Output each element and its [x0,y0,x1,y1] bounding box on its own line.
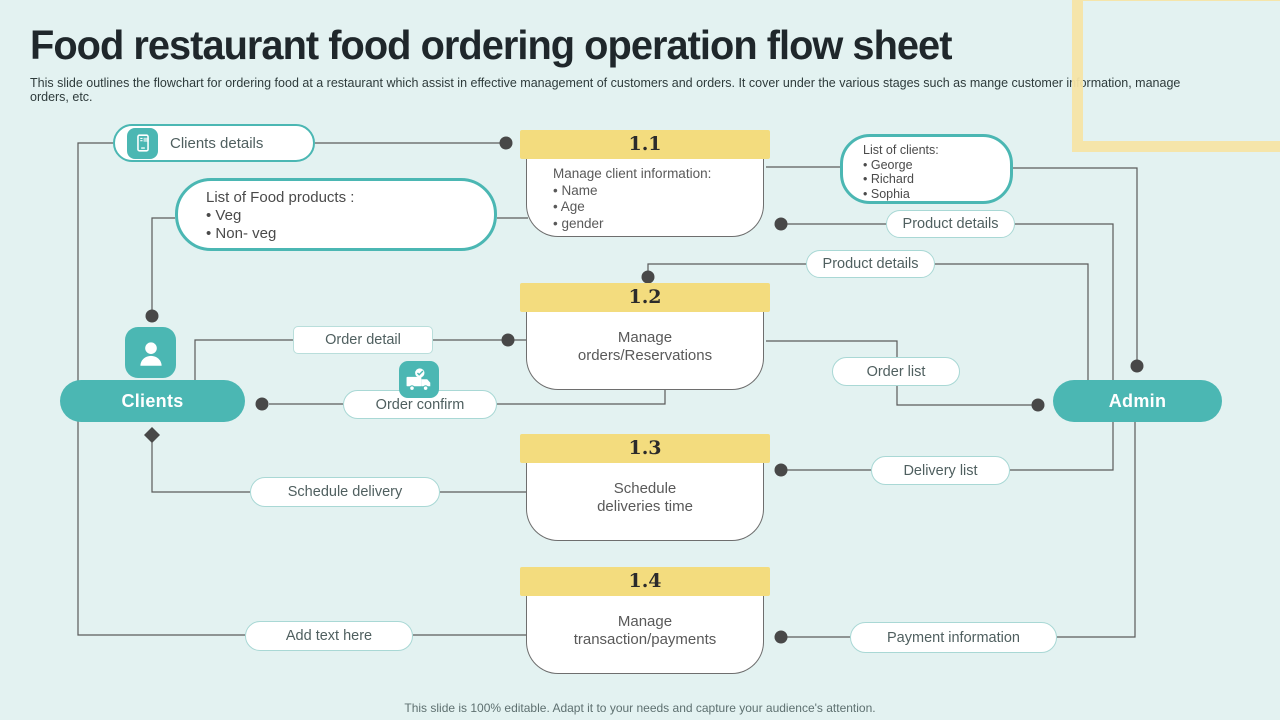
step-number: 1.3 [520,434,770,463]
node-clients-list: List of clients: George Richard Sophia [840,134,1013,204]
list-item: George [863,158,1010,173]
junction-dot [774,217,788,231]
corner-frame-decoration [1072,0,1280,152]
page-title: Food restaurant food ordering operation … [30,22,952,68]
node-clients-details: Clients details [113,124,315,162]
step-label: Manage orders/Reservations [526,312,764,390]
step-label: Manage transaction/payments [526,596,764,674]
editable-note: This slide is 100% editable. Adapt it to… [404,701,876,715]
node-food-products-list: List of Food products : Veg Non- veg [175,178,497,251]
step-item: gender [553,216,757,233]
node-add-text: Add text here [245,621,413,651]
step-item: Age [553,199,757,216]
actor-clients: Clients [60,380,245,422]
delivery-truck-check-icon [399,361,439,398]
list-item: Non- veg [206,225,494,243]
node-payment-information: Payment information [850,622,1057,653]
junction-dot [1130,359,1144,373]
person-icon [125,327,176,378]
junction-dot [255,397,269,411]
step-number: 1.2 [520,283,770,312]
node-step-1-2: 1.2 Manage orders/Reservations [520,283,770,390]
junction-dot [501,333,515,347]
list-title: List of Food products : [206,189,355,206]
node-step-1-3: 1.3 Schedule deliveries time [520,434,770,541]
node-order-detail: Order detail [293,326,433,354]
step-title: Manage client information: [553,166,712,181]
actor-admin: Admin [1053,380,1222,422]
junction-dot [145,309,159,323]
junction-dot [774,630,788,644]
node-schedule-delivery: Schedule delivery [250,477,440,507]
list-item: Veg [206,207,494,225]
list-title: List of clients: [863,143,939,157]
list-item: Richard [863,172,1010,187]
node-label: Clients details [170,134,264,152]
junction-diamond [144,427,160,443]
step-item: Name [553,183,757,200]
node-delivery-list: Delivery list [871,456,1010,485]
step-number: 1.1 [520,130,770,159]
node-order-list: Order list [832,357,960,386]
node-product-details-mid: Product details [806,250,935,278]
list-item: Sophia [863,187,1010,202]
junction-dot [641,270,655,284]
page-subtitle: This slide outlines the flowchart for or… [30,76,1181,104]
junction-dot [499,136,513,150]
step-label: Schedule deliveries time [526,463,764,541]
junction-dot [774,463,788,477]
phone-document-icon [127,127,158,159]
junction-dot [1031,398,1045,412]
node-product-details-top: Product details [886,210,1015,238]
step-number: 1.4 [520,567,770,596]
node-step-1-1: 1.1 Manage client information: Name Age … [520,130,770,237]
node-step-1-4: 1.4 Manage transaction/payments [520,567,770,674]
